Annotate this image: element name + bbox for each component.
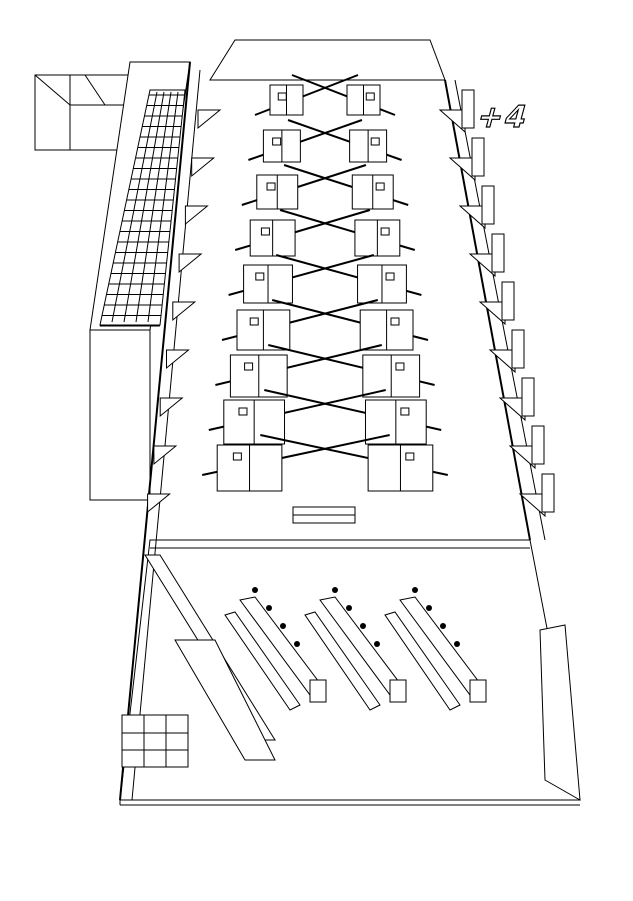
- right-fin: [438, 109, 466, 134]
- display-bay: [201, 434, 449, 492]
- fixture: [426, 605, 432, 611]
- right-window: [501, 281, 515, 321]
- left-annex: [34, 74, 131, 151]
- right-fin: [488, 349, 516, 374]
- artwork: [249, 317, 259, 326]
- right-fin: [468, 253, 496, 278]
- fixture: [294, 641, 300, 647]
- fixture: [332, 587, 338, 593]
- lower-left-counter: [121, 554, 276, 768]
- bench-top: [384, 611, 461, 711]
- lab-bench: [384, 587, 487, 711]
- artwork: [395, 362, 405, 371]
- left-fin: [166, 349, 190, 370]
- corridor-grid-line: [135, 91, 172, 323]
- corridor-grid-line: [123, 91, 165, 323]
- right-fin: [478, 301, 506, 326]
- fixture: [252, 587, 258, 593]
- left-fin: [191, 157, 216, 178]
- lab-benches: [224, 587, 487, 711]
- fixture: [440, 623, 446, 629]
- artwork: [385, 272, 395, 281]
- artwork: [277, 92, 287, 101]
- fixture: [360, 623, 366, 629]
- artwork: [266, 182, 276, 191]
- display-bay: [248, 119, 402, 163]
- right-window: [531, 425, 545, 465]
- display-bay: [208, 389, 442, 445]
- right-window: [471, 137, 485, 177]
- fixture: [346, 605, 352, 611]
- display-bay: [234, 209, 416, 257]
- artwork: [232, 452, 242, 461]
- bench-top: [224, 611, 301, 711]
- artwork: [272, 137, 282, 146]
- artwork: [400, 407, 410, 416]
- bench-end: [309, 679, 327, 703]
- artwork: [375, 182, 385, 191]
- artwork: [244, 362, 254, 371]
- display-bay: [254, 74, 396, 116]
- level-label: +4: [473, 99, 534, 135]
- wall-fins: [147, 89, 555, 518]
- artwork: [238, 407, 248, 416]
- fixture: [374, 641, 380, 647]
- artwork: [405, 452, 415, 461]
- corridor-grid-line: [147, 91, 179, 323]
- lab-bench: [224, 587, 327, 711]
- right-window: [521, 377, 535, 417]
- artwork: [380, 227, 390, 236]
- fixture: [412, 587, 418, 593]
- left-fin: [147, 493, 172, 514]
- artwork: [390, 317, 400, 326]
- right-window: [461, 89, 475, 129]
- bench-end: [469, 679, 487, 703]
- bench-top: [304, 611, 381, 711]
- left-fin: [159, 397, 184, 418]
- fixture: [280, 623, 286, 629]
- left-fin: [184, 205, 209, 226]
- fixture: [454, 641, 460, 647]
- display-bay: [228, 254, 422, 304]
- artwork: [370, 137, 380, 146]
- right-fin: [498, 397, 526, 422]
- lab-bench: [304, 587, 407, 711]
- artwork: [260, 227, 270, 236]
- left-fin: [172, 301, 197, 322]
- bench-end: [389, 679, 407, 703]
- corridor-grid-line: [111, 91, 158, 323]
- left-fin: [178, 253, 203, 274]
- right-window: [481, 185, 495, 225]
- display-bay: [215, 344, 435, 398]
- right-window: [511, 329, 525, 369]
- artwork: [255, 272, 265, 281]
- left-fin: [197, 109, 222, 130]
- left-fin: [153, 445, 178, 466]
- fixture: [266, 605, 272, 611]
- display-bay: [241, 164, 409, 210]
- artwork: [365, 92, 375, 101]
- display-bay: [221, 299, 429, 351]
- display-bays: [201, 74, 449, 492]
- right-window: [491, 233, 505, 273]
- right-window: [541, 473, 555, 513]
